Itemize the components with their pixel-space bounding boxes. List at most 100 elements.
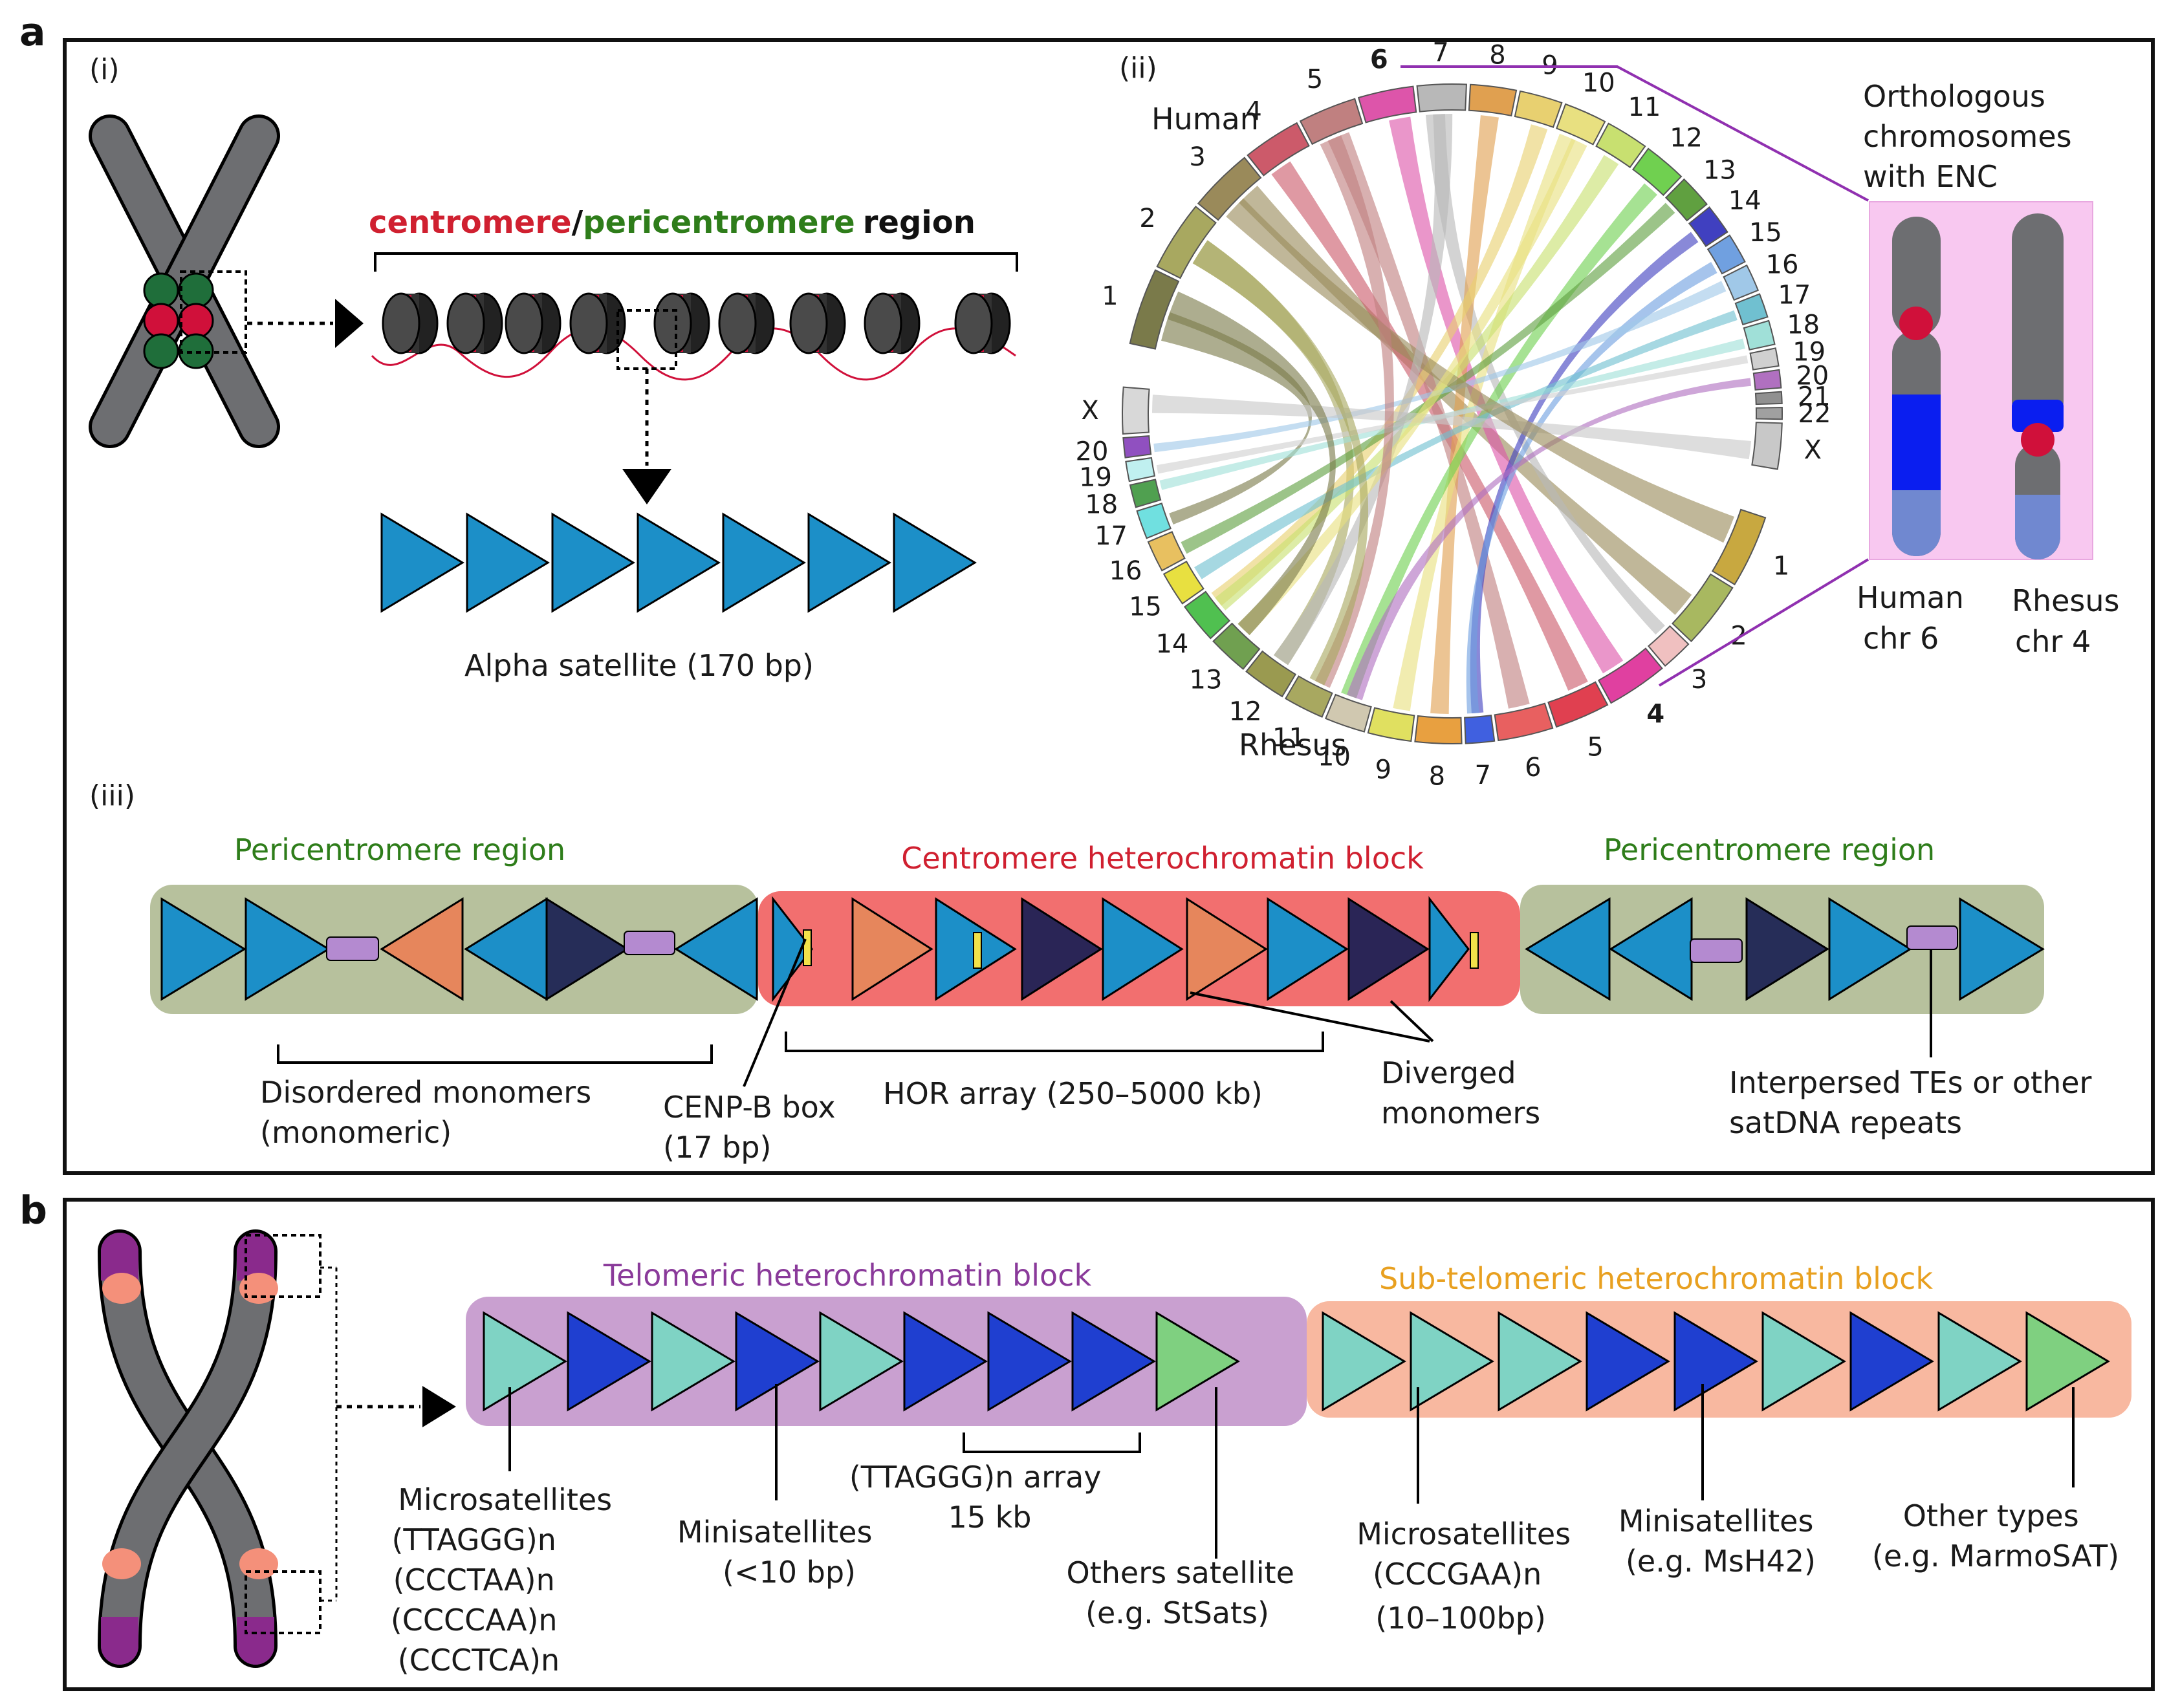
synteny-ribbon — [1215, 155, 1619, 611]
rhesus-chr-label: 3 — [1691, 665, 1707, 695]
human-chromosome-arc — [1357, 85, 1417, 124]
centromere-dot — [1899, 307, 1933, 340]
rhesus-chromosome-arc — [1147, 531, 1186, 572]
rhesus-chr-label: 16 — [1109, 556, 1142, 586]
rhesus-chr-label: 17 — [1095, 521, 1128, 551]
telomere-cap — [101, 1617, 138, 1665]
ttaggg-label: (TTAGGG)n array 15 kb — [849, 1460, 1111, 1535]
human-chr-label: 6 — [1370, 45, 1388, 75]
rhesus-chr-label: 7 — [1474, 761, 1490, 790]
monomer — [1959, 897, 2045, 1001]
human-chr-label: 2 — [1139, 204, 1155, 233]
synteny-ribbon — [1389, 116, 1624, 674]
monomer — [160, 897, 246, 1001]
pericentromere-dot — [143, 333, 179, 369]
nucleosome-array — [371, 292, 1016, 381]
human-chromosome-arc — [1743, 319, 1776, 351]
repeat-unit — [1849, 1311, 1934, 1412]
panel-b-letter: b — [19, 1188, 47, 1233]
human-chr-label: 14 — [1728, 186, 1761, 216]
repeat-unit — [819, 1311, 904, 1412]
repeat-unit — [2025, 1311, 2110, 1412]
monomer — [1828, 897, 1912, 1001]
rhesus-chromosome-arc — [1136, 503, 1172, 539]
telo-title: Telomeric heterochromatin block — [603, 1258, 1092, 1293]
nucleosome — [864, 292, 921, 354]
hor-monomer — [772, 896, 813, 1002]
human-chr-label: 5 — [1307, 65, 1323, 94]
hor-bracket — [785, 1032, 1324, 1052]
human-chr-label: 18 — [1787, 310, 1820, 340]
alpha-monomer — [637, 512, 721, 613]
repeat-unit — [567, 1311, 651, 1412]
rhesus-chromosome-arc — [1464, 715, 1496, 744]
repeat-unit — [1498, 1311, 1582, 1412]
human-chr6 — [1892, 217, 1941, 556]
synteny-ribbon — [1430, 115, 1499, 714]
alpha-monomer — [722, 512, 806, 613]
nucleosome — [382, 292, 439, 354]
centromere-dot — [143, 303, 179, 339]
human-chromosome-arc — [1129, 269, 1180, 350]
subtelomere-dot — [239, 1273, 278, 1304]
rhesus-chr-label: 13 — [1190, 665, 1223, 695]
diverged-pointer-2 — [1390, 1000, 1434, 1043]
interspersed-label: Interpersed TEs or other satDNA repeats — [1729, 1065, 2101, 1140]
rhesus-chr-label: 5 — [1587, 733, 1603, 762]
micro-label: Microsatellites (TTAGGG)n (CCCTAA)n (CCC… — [391, 1482, 622, 1678]
nucleosome — [505, 292, 561, 354]
rhesus-chromosome-arc — [1212, 622, 1261, 670]
repeat-unit — [1761, 1311, 1846, 1412]
sub-i-label: (i) — [89, 53, 120, 86]
hor-monomer — [1267, 897, 1349, 1001]
disordered-label: Disordered monomers (monomeric) — [260, 1075, 601, 1150]
repeat-unit — [1937, 1311, 2022, 1412]
cenpb-box — [803, 929, 812, 966]
repeat-unit — [1155, 1311, 1240, 1412]
disordered-bracket — [277, 1044, 713, 1064]
rhesus-chromosome-arc — [1672, 573, 1734, 643]
centromere-dot — [2021, 423, 2055, 457]
connector-line-top — [1401, 65, 1869, 202]
cenpb-box — [1470, 932, 1479, 969]
mini2-label: Minisatellites (e.g. MsH42) — [1619, 1504, 1823, 1579]
monomer — [245, 897, 331, 1001]
zoom-arrowhead — [622, 469, 671, 504]
te-element — [624, 931, 675, 955]
rhesus-chr-label: 12 — [1229, 697, 1262, 727]
subtelomere-dot — [102, 1273, 141, 1304]
rhesus-chromosome-arc — [1597, 647, 1663, 704]
centromere-dot — [178, 303, 214, 339]
hor-monomer — [1102, 897, 1184, 1001]
synteny-ribbon — [1237, 138, 1587, 636]
hor-monomer — [1428, 896, 1470, 1002]
repeat-unit — [483, 1311, 567, 1412]
repeat-unit — [1586, 1311, 1670, 1412]
monomer — [1745, 897, 1829, 1001]
rhesus-chromosome-arc — [1245, 650, 1297, 698]
repeat-unit — [651, 1311, 736, 1412]
rhesus-chr4-label: Rhesus chr 4 — [2012, 583, 2129, 659]
telomere-cap — [101, 1233, 138, 1281]
region-bracket — [374, 252, 1018, 272]
alpha-monomer — [466, 512, 550, 613]
human-chr-label: 3 — [1189, 142, 1205, 172]
cenpb-pointer — [743, 938, 807, 1087]
rhesus-chromosome-arc — [1183, 590, 1231, 640]
te-element — [326, 936, 379, 961]
rhesus-chr-label: 20 — [1076, 437, 1109, 466]
human-chromosome-arc — [1197, 157, 1262, 221]
human-chr-label: 17 — [1778, 281, 1811, 310]
rhesus-chr-label: X — [1081, 396, 1098, 426]
rhesus-chr-label: 10 — [1318, 742, 1351, 772]
peri-right-title: Pericentromere region — [1604, 832, 1935, 867]
mini-label: Minisatellites (<10 bp) — [677, 1515, 882, 1590]
synteny-ribbon — [1167, 291, 1336, 636]
rhesus-chromosome-arc — [1122, 435, 1152, 459]
ortho-title: Orthologous chromosomes with ENC — [1863, 79, 2081, 194]
alpha-monomer — [380, 512, 464, 613]
rhesus-chr-label: 19 — [1079, 463, 1112, 493]
human-chromosome-arc — [1299, 98, 1364, 146]
